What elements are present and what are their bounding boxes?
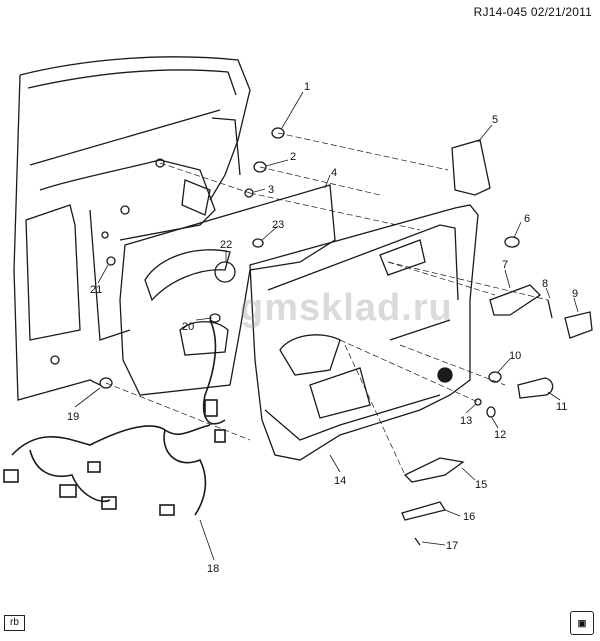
footer-tag: rb [4,615,25,631]
callout-7: 7 [502,259,508,271]
callout-1: 1 [304,81,310,93]
water-deflector [119,184,336,396]
drawing-reference: RJ14-045 02/21/2011 [473,5,592,19]
callout-8: 8 [542,278,548,290]
callout-18: 18 [207,563,219,575]
door-frame [13,56,251,401]
callout-3: 3 [268,184,274,196]
callout-23: 23 [272,219,284,231]
callout-12: 12 [494,429,506,441]
callout-2: 2 [290,151,296,163]
callout-4: 4 [331,167,337,179]
callout-17: 17 [446,540,458,552]
callout-22: 22 [220,239,232,251]
wiring-harness [3,319,226,516]
callout-21: 21 [90,284,102,296]
callout-16: 16 [463,511,475,523]
logo-icon: ▣ [570,611,594,635]
alignment-lines [105,132,549,476]
callout-9: 9 [572,288,578,300]
callout-10: 10 [509,350,521,362]
door-trim-panel [249,204,479,461]
callout-15: 15 [475,479,487,491]
callout-14: 14 [334,475,346,487]
callout-5: 5 [492,114,498,126]
callout-labels: 1 2 3 4 5 6 7 8 9 10 11 12 13 14 15 16 1… [67,81,578,575]
leader-lines [74,91,579,561]
callout-6: 6 [524,213,530,225]
callout-19: 19 [67,411,79,423]
watermark: gmsklad.ru [240,287,453,329]
callout-11: 11 [556,401,567,413]
callout-13: 13 [460,415,472,427]
callout-20: 20 [182,321,194,333]
